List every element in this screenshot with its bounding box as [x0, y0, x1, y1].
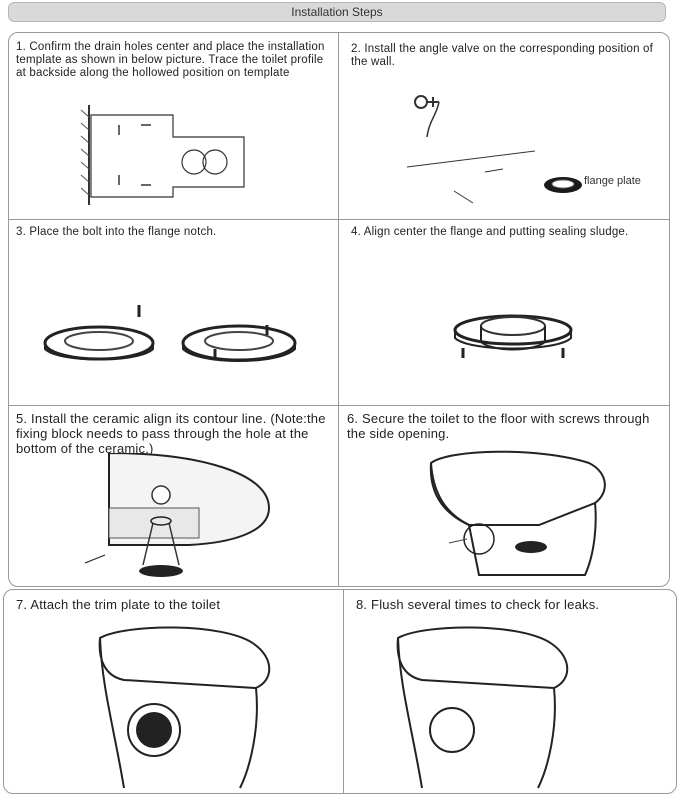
flange-plate-icon: [544, 177, 582, 193]
step-6-text: 6. Secure the toilet to the floor with s…: [347, 411, 650, 441]
grid-divider-vertical-bottom: [343, 590, 344, 793]
flange-bolt-illustration: [43, 305, 297, 362]
toilet-flush-illustration: [396, 626, 569, 789]
step-1-text: 1. Confirm the drain holes center and pl…: [16, 41, 325, 79]
steps-grid-top: 1. Confirm the drain holes center and pl…: [8, 32, 670, 587]
grid-divider-vertical: [338, 33, 339, 586]
step-7-text: 7. Attach the trim plate to the toilet: [16, 597, 221, 612]
step-3-text: 3. Place the bolt into the flange notch.: [16, 226, 217, 238]
ceramic-install-illustration: [84, 453, 271, 577]
flange-sealing-illustration: [453, 314, 573, 358]
header-title: Installation Steps: [291, 5, 383, 19]
steps-grid-bottom: 7. Attach the trim plate to the toilet 8…: [3, 589, 677, 794]
step-8-text: 8. Flush several times to check for leak…: [356, 597, 600, 612]
angle-valve-illustration: [406, 95, 536, 204]
template-illustration: [80, 105, 245, 205]
step-4-text: 4. Align center the flange and putting s…: [351, 226, 629, 238]
flange-plate-label: flange plate: [584, 175, 641, 187]
toilet-trim-plate-illustration: [98, 626, 271, 789]
grid-divider-row-2: [9, 405, 669, 406]
toilet-secure-illustration: [429, 450, 606, 576]
step-2-text: 2. Install the angle valve on the corres…: [351, 43, 654, 68]
section-header: Installation Steps: [8, 2, 666, 22]
grid-divider-row-1: [9, 219, 669, 220]
step-5-text: 5. Install the ceramic align its contour…: [16, 411, 326, 456]
